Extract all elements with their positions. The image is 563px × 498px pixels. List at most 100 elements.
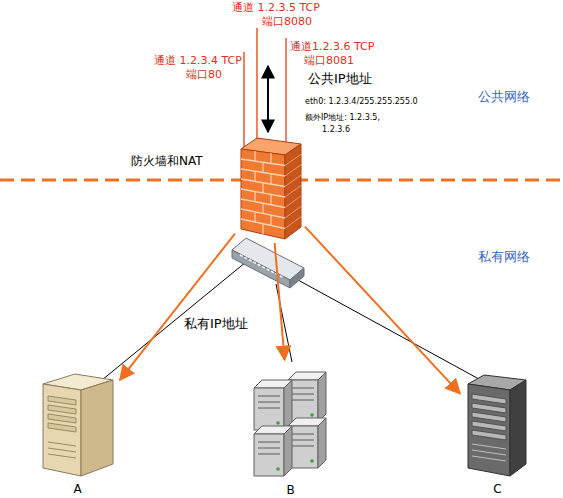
brick-joint — [285, 186, 301, 198]
drive-bay — [48, 396, 76, 405]
network-cable — [276, 284, 292, 362]
server-label: C — [460, 482, 535, 496]
firewall-front — [241, 149, 285, 239]
switch-front — [232, 250, 290, 288]
server-front — [254, 388, 284, 430]
node-shape — [460, 372, 535, 496]
brick-joint — [254, 151, 255, 161]
node-shape — [235, 135, 305, 243]
tunnel-label: 通道1.2.3.6 TCP — [290, 41, 374, 53]
server-node: B — [248, 360, 333, 497]
tunnel-line — [256, 28, 258, 146]
tunnel-line — [243, 52, 245, 150]
drive-bay — [258, 407, 280, 409]
drive-bay — [292, 399, 314, 401]
brick-joint — [254, 192, 255, 202]
drive-bay — [48, 423, 76, 432]
tunnel-label: 通道 1.2.3.5 TCP — [232, 2, 320, 14]
port-label: 端口80 — [186, 69, 222, 81]
port-label: 端口8080 — [262, 16, 312, 28]
flow-arrow — [120, 234, 235, 380]
brick-joint — [270, 153, 271, 163]
power-led — [310, 413, 314, 417]
server-node: C — [460, 372, 535, 496]
brick-joint — [270, 174, 271, 184]
vent-line — [48, 454, 76, 458]
brick-joint — [270, 215, 271, 225]
tunnel-line — [285, 38, 287, 148]
brick-joint — [270, 194, 271, 204]
brick-joint — [285, 206, 301, 218]
zone-label: 私有网络 — [478, 250, 530, 264]
drive-bay — [292, 387, 314, 389]
switch-ports — [240, 255, 284, 278]
server-side — [318, 372, 326, 422]
drive-bay — [292, 433, 314, 435]
address-label: 公共IP地址 — [308, 72, 372, 86]
drive-bay — [292, 393, 314, 395]
drive-bay — [258, 441, 280, 443]
brick-joint — [262, 203, 263, 213]
drive-bay — [258, 453, 280, 455]
vent-line — [48, 448, 76, 452]
drive-bay — [258, 401, 280, 403]
drive-bay — [472, 412, 506, 422]
vent-line — [472, 456, 506, 461]
server-side — [318, 418, 326, 468]
firewall-label: 防火墙和NAT — [131, 153, 203, 170]
drive-bay — [292, 445, 314, 447]
brick-joint — [285, 175, 301, 186]
interface-note: 1.2.3.6 — [322, 126, 350, 135]
brick-joint — [262, 183, 263, 193]
brick-joint — [254, 212, 255, 222]
interface-note: eth0: 1.2.3.4/255.255.255.0 — [305, 98, 418, 107]
drive-bay — [258, 395, 280, 397]
server-side — [81, 380, 113, 476]
power-led — [310, 459, 314, 463]
flow-arrow — [275, 243, 285, 360]
server-front — [254, 434, 284, 476]
drive-bay — [48, 414, 76, 423]
server-label: A — [35, 482, 120, 496]
switch-side — [290, 268, 304, 288]
firewall-side — [285, 144, 301, 239]
drive-bay — [48, 405, 76, 414]
drive-bay — [292, 439, 314, 441]
network-cable — [298, 280, 488, 384]
vent-line — [472, 450, 506, 455]
brick-joint — [285, 196, 301, 208]
brick-joint — [285, 154, 301, 165]
server-label: B — [248, 483, 333, 497]
brick-joint — [285, 165, 301, 176]
traffic-arrow — [267, 66, 269, 132]
server-side — [510, 380, 526, 476]
server-front — [43, 384, 81, 476]
address-label: 私有IP地址 — [184, 317, 248, 331]
brick-joint — [262, 162, 263, 172]
power-led — [276, 421, 280, 425]
tunnel-label: 通道 1.2.3.4 TCP — [154, 55, 242, 67]
server-node: A — [35, 372, 120, 496]
vent-line — [472, 444, 506, 449]
interface-note: 额外IP地址: 1.2.3.5, — [305, 114, 380, 123]
drive-bay — [472, 430, 506, 440]
drive-bay — [472, 403, 506, 413]
server-front — [468, 384, 510, 476]
brick-joint — [254, 171, 255, 181]
vent-line — [48, 442, 76, 446]
port-label: 端口8081 — [304, 55, 354, 67]
drive-bay — [472, 394, 506, 404]
zone-label: 公共网络 — [478, 90, 530, 104]
firewall-node: 防火墙和NAT — [235, 135, 305, 243]
node-shape — [248, 360, 333, 497]
drive-bay — [472, 421, 506, 431]
server-side — [284, 426, 292, 476]
drive-bay — [258, 447, 280, 449]
node-shape — [35, 372, 120, 496]
flow-arrow — [305, 227, 460, 394]
brick-joint — [262, 224, 263, 234]
switch-top — [232, 238, 304, 280]
power-led — [276, 467, 280, 471]
brick-joint — [285, 217, 301, 229]
